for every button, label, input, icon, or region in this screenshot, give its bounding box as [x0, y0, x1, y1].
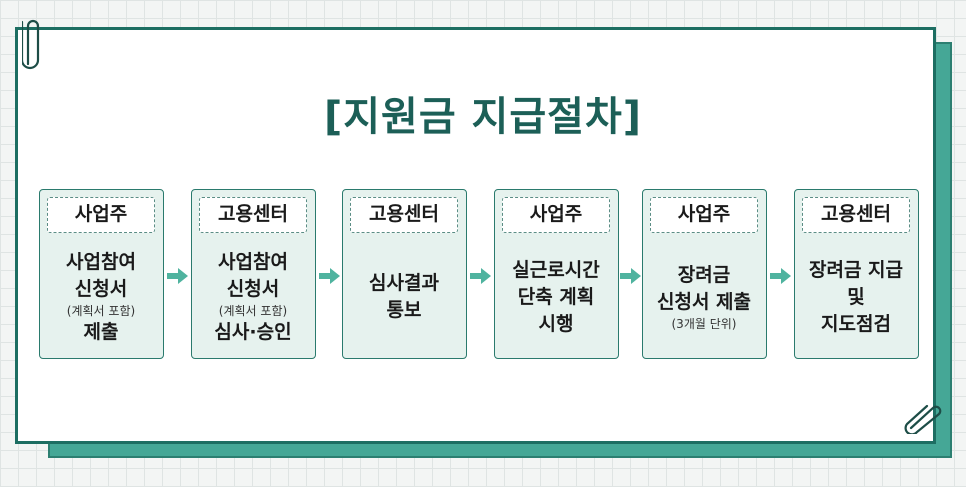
step-actor-label: 고용센터	[802, 197, 910, 233]
arrow-right-icon	[167, 268, 188, 284]
page-title: [지원금 지급절차]	[323, 94, 643, 140]
step-text-line: 장려금	[677, 264, 731, 286]
arrow-right-icon	[620, 268, 641, 284]
step-text-line: 실근로시간	[512, 258, 600, 281]
step-text-line: 신청서	[226, 277, 280, 300]
arrow-right-icon	[319, 268, 340, 284]
step-note: (3개월 단위)	[671, 317, 737, 331]
step-text-line: 지도점검	[821, 312, 891, 335]
step-actor-label: 고용센터	[350, 197, 458, 233]
step-actor-label: 사업주	[502, 197, 610, 233]
step-actor-label: 사업주	[47, 197, 155, 233]
step-text-line: 사업참여	[218, 250, 288, 273]
arrow-right-icon	[470, 268, 491, 284]
step-text-line: 통보	[386, 299, 422, 321]
step-text-line: 단축 계획	[517, 285, 595, 308]
paperclip-icon	[904, 404, 942, 434]
main-card	[15, 27, 936, 444]
step-actor-label: 사업주	[650, 197, 758, 233]
paperclip-icon	[22, 19, 40, 70]
step-text-line: 심사결과	[369, 272, 439, 294]
step-text-line: 신청서 제출	[656, 291, 751, 313]
step-note: (계획서 포함)	[218, 303, 288, 318]
step-text-line: 장려금 지급	[808, 258, 903, 281]
step-note: (계획서 포함)	[66, 303, 136, 318]
step-text-line: 제출	[83, 320, 119, 343]
step-actor-label: 고용센터	[199, 197, 307, 233]
arrow-right-icon	[770, 268, 791, 284]
step-text-line: 신청서	[74, 277, 128, 300]
step-text-line: 사업참여	[66, 250, 136, 273]
step-text-line: 및	[847, 285, 865, 308]
step-text-line: 시행	[538, 312, 574, 335]
step-text-line: 심사·승인	[214, 320, 292, 343]
